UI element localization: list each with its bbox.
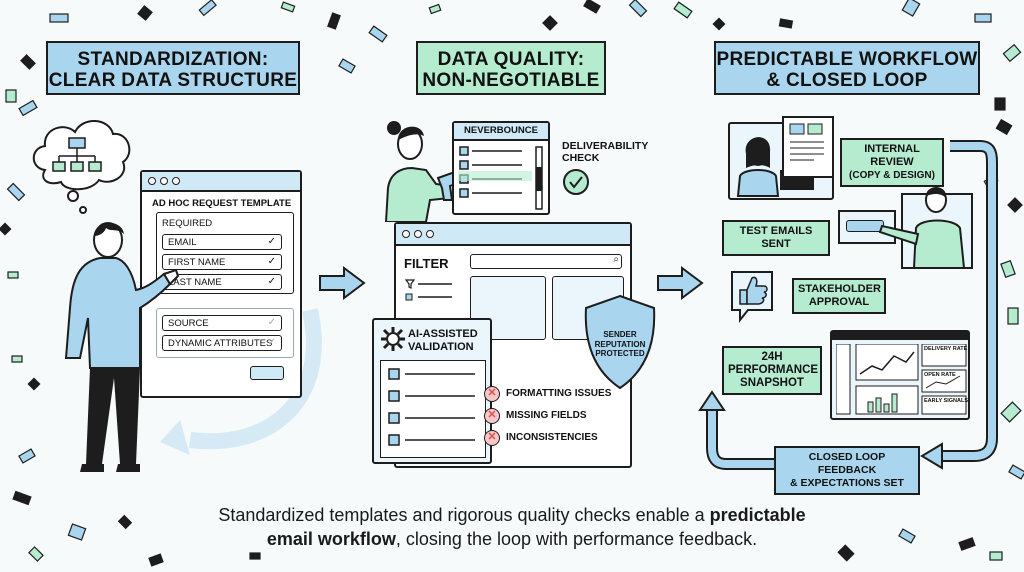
window-dot-icon (426, 230, 434, 238)
deliverability-line2: CHECK (562, 152, 600, 164)
check-icon: ✓ (267, 256, 276, 267)
check-icon: ✓ (267, 276, 276, 287)
window-dot-icon (414, 230, 422, 238)
source-field[interactable]: SOURCE✓ (162, 315, 282, 331)
check-icon: ✓ (267, 337, 276, 348)
neverbounce-window: NEVERBOUNCE (452, 121, 550, 215)
filter-label: FILTER (404, 256, 449, 271)
caption-bold1: predictable (709, 505, 806, 525)
optional-fields-group (156, 308, 294, 358)
last-name-field[interactable]: LAST NAME✓ (162, 274, 282, 290)
design-mockup-page (782, 116, 834, 178)
standardization-title-line1: STANDARDIZATION: (77, 49, 269, 70)
filter-options (404, 279, 452, 301)
caption-bold2: email workflow (266, 529, 396, 549)
neverbounce-list-lines (458, 146, 543, 210)
submit-button[interactable] (250, 366, 284, 380)
required-fields-group (156, 212, 294, 294)
right-arrow-icon (657, 266, 704, 300)
workflow-title-line1: PREDICTABLE WORKFLOW (716, 49, 978, 70)
closed-loop-arrow (698, 140, 998, 470)
stakeholder-approval-label: STAKEHOLDER APPROVAL (792, 278, 886, 314)
gear-icon (381, 327, 405, 351)
data-quality-title-line2: NON-NEGOTIABLE (422, 70, 600, 91)
person-pointing-illustration (64, 222, 180, 472)
neverbounce-label: NEVERBOUNCE (454, 123, 548, 141)
delivery-rate-label: DELIVERY RATE (924, 346, 968, 352)
shield-line3: PROTECTED (595, 349, 645, 358)
ai-line1: AI-ASSISTED (408, 328, 478, 340)
validation-list-lines (388, 368, 475, 446)
search-icon: ⌕ (613, 254, 619, 265)
workflow-title: PREDICTABLE WORKFLOW & CLOSED LOOP (714, 41, 980, 95)
right-arrow-icon (319, 266, 366, 300)
internal-review-label: INTERNAL REVIEW (COPY & DESIGN) (840, 138, 944, 187)
thumbs-up-icon (731, 271, 773, 323)
deliverability-line1: DELIVERABILITY (562, 140, 649, 152)
test-emails-label: TEST EMAILS SENT (722, 220, 830, 256)
window-dot-icon (148, 177, 156, 185)
required-label: REQUIRED (162, 218, 213, 229)
check-icon: ✓ (267, 317, 276, 328)
filter-search-input[interactable]: ⌕ (470, 254, 622, 269)
deliverability-check-label: DELIVERABILITY CHECK (562, 140, 648, 164)
template-window-titlebar (142, 172, 300, 192)
window-dot-icon (172, 177, 180, 185)
filter-window-titlebar (396, 224, 630, 246)
window-dot-icon (402, 230, 410, 238)
early-signals-label: EARLY SIGNALS (924, 398, 969, 404)
performance-snapshot-label: 24H PERFORMANCE SNAPSHOT (722, 346, 822, 395)
dashboard-titlebar (832, 332, 968, 340)
thought-bubble-hierarchy-icon (32, 120, 131, 214)
shield-line2: REPUTATION (594, 339, 646, 349)
dashboard-window: DELIVERY RATE OPEN RATE EARLY SIGNALS (830, 330, 970, 420)
data-quality-title: DATA QUALITY: NON-NEGOTIABLE (416, 41, 606, 95)
ai-line2: VALIDATION (408, 341, 474, 353)
template-title: AD HOC REQUEST TEMPLATE (152, 198, 292, 209)
standardization-title-line2: CLEAR DATA STRUCTURE (48, 70, 298, 91)
ai-validation-label: AI-ASSISTED VALIDATION (408, 328, 478, 354)
standardization-title: STANDARDIZATION: CLEAR DATA STRUCTURE (46, 41, 300, 95)
first-name-field[interactable]: FIRST NAME✓ (162, 254, 282, 270)
open-rate-label: OPEN RATE (924, 372, 956, 378)
window-dot-icon (160, 177, 168, 185)
dashboard-charts (836, 344, 967, 415)
email-field[interactable]: EMAIL✓ (162, 234, 282, 250)
ad-hoc-template-window: AD HOC REQUEST TEMPLATE REQUIRED EMAIL✓ … (140, 170, 302, 398)
shield-text: SENDER REPUTATION PROTECTED (584, 330, 656, 359)
dynamic-attributes-field[interactable]: DYNAMIC ATTRIBUTES✓ (162, 335, 282, 351)
ai-validation-list (380, 360, 486, 458)
error-x-icon: ✕ (484, 408, 500, 424)
loop-arc-decoration (160, 308, 322, 455)
shield-line1: SENDER (603, 330, 637, 339)
caption-part2: , closing the loop with performance feed… (395, 529, 758, 549)
mockup-lines (789, 123, 824, 161)
check-circle-icon (563, 169, 589, 195)
closed-loop-feedback-label: CLOSED LOOP FEEDBACK & EXPECTATIONS SET (774, 446, 920, 495)
sender-reputation-shield-icon (584, 294, 656, 390)
error-x-icon: ✕ (484, 430, 500, 446)
check-icon: ✓ (267, 236, 276, 247)
data-quality-title-line1: DATA QUALITY: (437, 49, 585, 70)
person-clicking-illustration (878, 187, 973, 269)
caption-part1: Standardized templates and rigorous qual… (218, 505, 710, 525)
error-x-icon: ✕ (484, 386, 500, 402)
ai-validation-window: AI-ASSISTED VALIDATION (372, 318, 492, 464)
workflow-title-line2: & CLOSED LOOP (766, 70, 928, 91)
caption: Standardized templates and rigorous qual… (0, 503, 1024, 551)
